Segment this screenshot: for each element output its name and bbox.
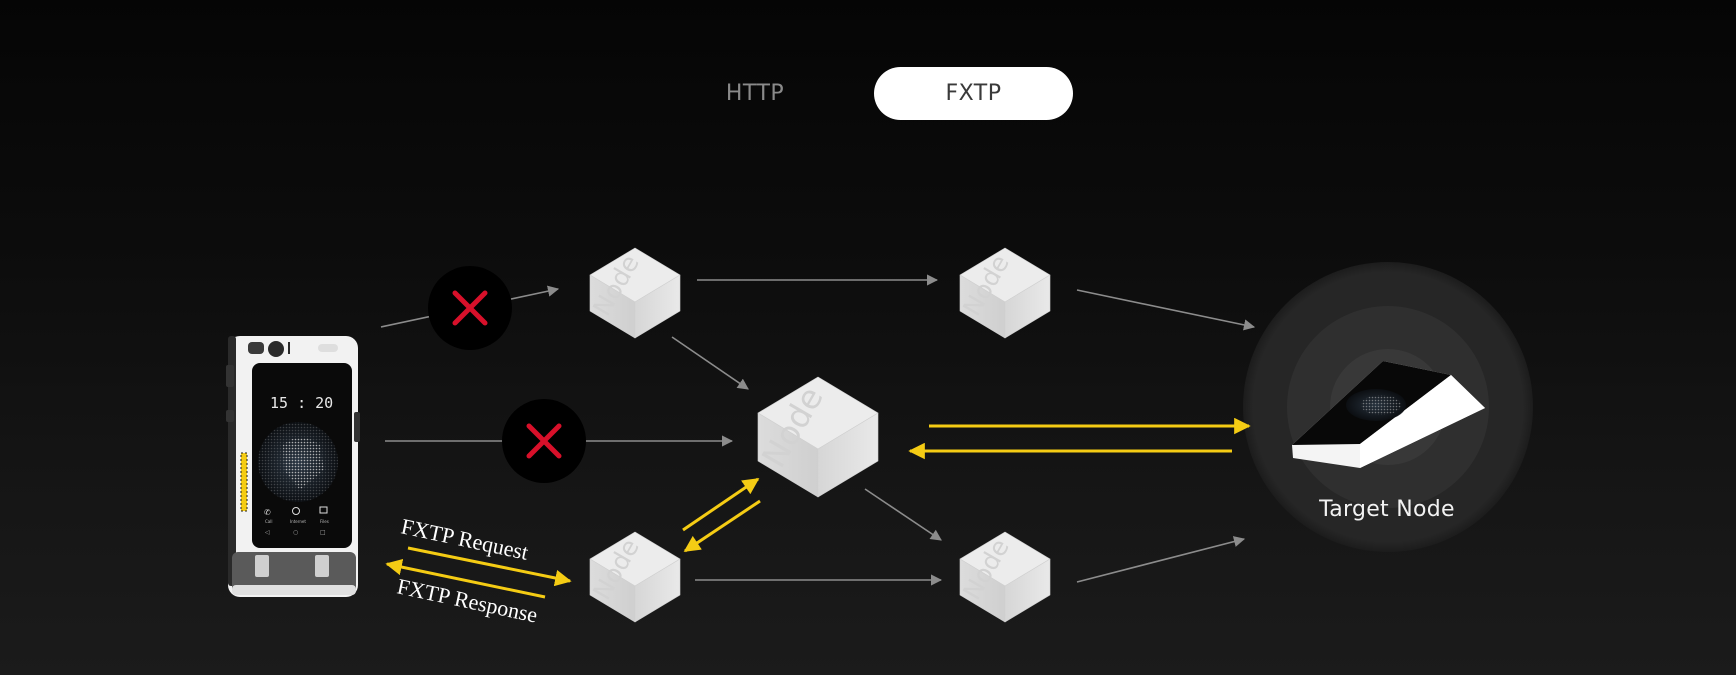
path-node-top-left-to-center: [671, 336, 749, 390]
blocked-top: [428, 266, 512, 350]
phone-time: 15 : 20: [270, 394, 333, 412]
fxtp-request-arrow: [407, 546, 572, 587]
node-center: Node: [754, 376, 879, 498]
nav-back-icon: ◁: [265, 529, 270, 536]
tab-http[interactable]: HTTP: [725, 81, 785, 106]
cube-right-face: [817, 412, 879, 498]
target-device-icon: [1292, 361, 1485, 468]
nav-recent-icon: □: [320, 529, 326, 536]
node-top-left: Node: [587, 247, 681, 339]
phone-files-icon: [319, 506, 328, 514]
phone-call-icon: ✆: [264, 508, 271, 517]
tab-fxtp[interactable]: FXTP: [874, 67, 1073, 120]
cube-right-face: [634, 558, 681, 623]
dock-files: Files: [320, 519, 329, 524]
dock-internet: Internet: [290, 519, 306, 524]
cube-right-face: [1004, 274, 1051, 339]
fxtp-paths: [385, 417, 1251, 599]
x-icon: [452, 290, 488, 326]
cube-right-face: [1004, 558, 1051, 623]
fxtp-response-arrow: [385, 558, 546, 599]
blocked-middle: [502, 399, 586, 483]
cube-right-face: [634, 274, 681, 339]
path-node-top-right-to-target: [1076, 289, 1256, 331]
nav-home-icon: ○: [293, 529, 298, 536]
x-icon: [526, 423, 562, 459]
dock-call: Call: [265, 519, 272, 524]
path-node-bottom-right-to-target: [1076, 536, 1246, 583]
path-center-to-node-bottom-right: [864, 488, 942, 541]
client-phone: 15 : 20 Call Internet Files ✆ ◁ ○ □: [226, 336, 360, 597]
target-node-label: Target Node: [1319, 497, 1455, 522]
phone-internet-icon: [292, 507, 300, 515]
fxtp-bottom-left-to-center-arrow: [682, 477, 760, 532]
node-bottom-right: Node: [957, 531, 1051, 623]
node-top-right: Node: [957, 247, 1051, 339]
node-bottom-left: Node: [587, 531, 681, 623]
target-node: [1243, 262, 1533, 552]
fxtp-request-label: FXTP Request: [399, 513, 531, 564]
fxtp-center-to-bottom-left-arrow: [683, 499, 761, 553]
